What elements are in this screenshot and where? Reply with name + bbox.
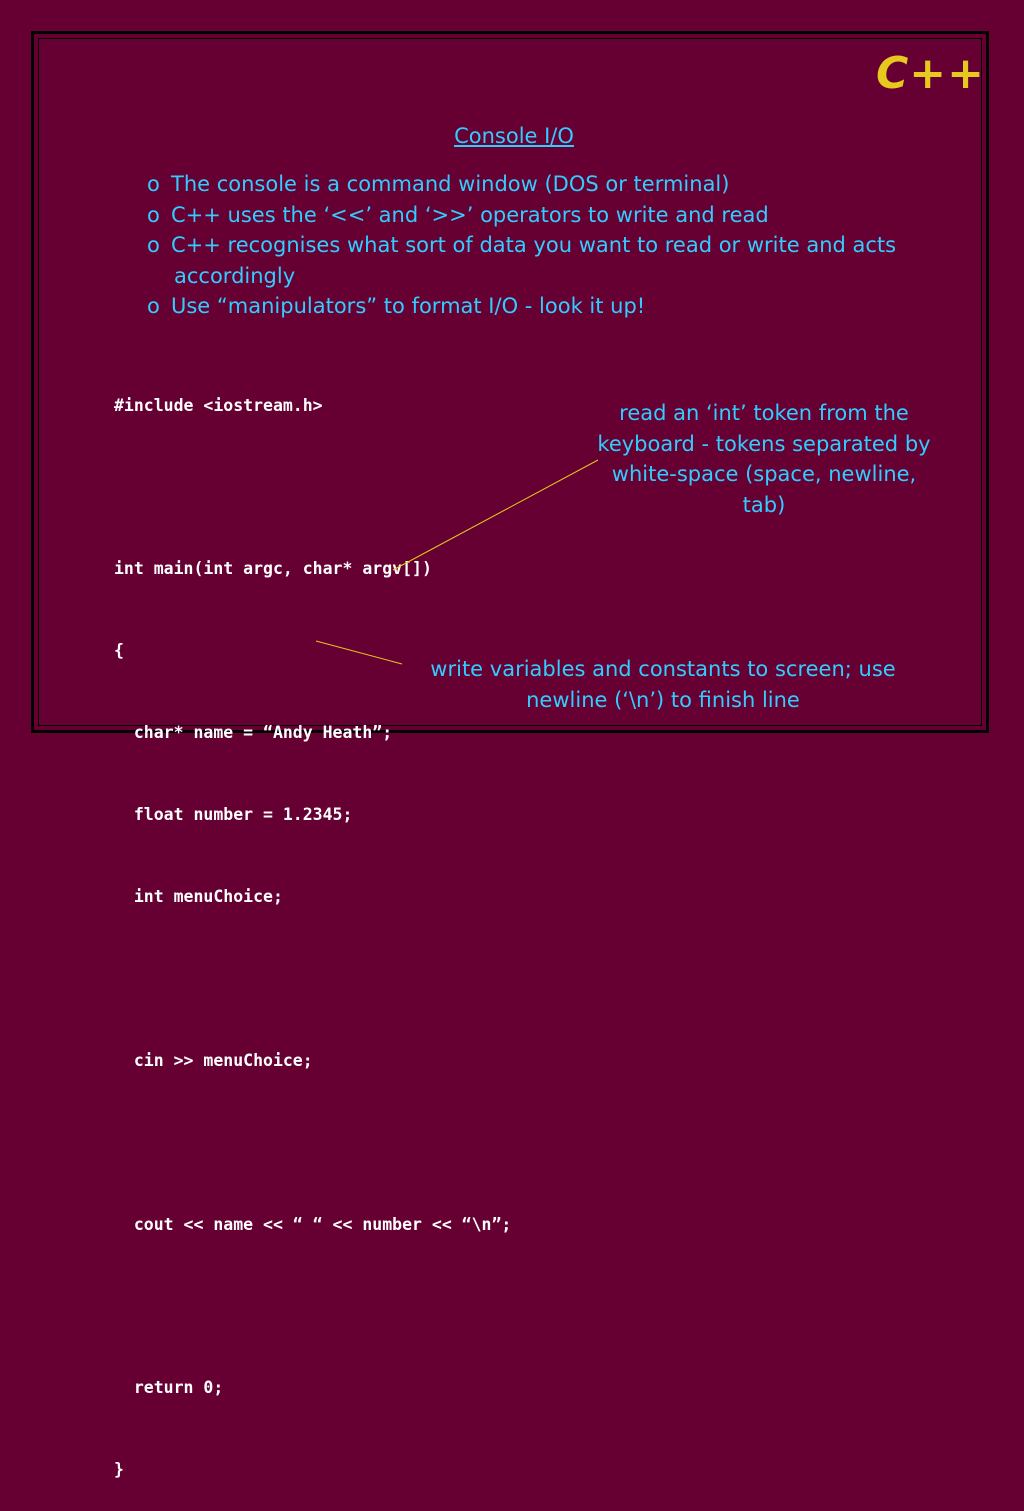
bullet-marker: o	[147, 294, 160, 318]
annotation-read: read an ‘int’ token from the keyboard - …	[597, 401, 931, 517]
code-line: int menuChoice;	[114, 886, 283, 906]
code-line: return 0;	[114, 1378, 224, 1398]
bullet-marker: o	[147, 172, 160, 196]
code-line: float number = 1.2345;	[114, 805, 353, 825]
slide-title-text: Console I/O	[454, 124, 574, 148]
bullet-item: o C++ recognises what sort of data you wa…	[147, 230, 927, 291]
annotation-write: write variables and constants to screen;…	[430, 657, 896, 712]
leader-line-read	[392, 459, 599, 571]
code-line: int main(int argc, char* argv[])	[114, 559, 432, 579]
bullet-text: C++ recognises what sort of data you wan…	[171, 233, 897, 288]
code-line	[114, 965, 511, 992]
bullet-marker: o	[147, 233, 160, 257]
leader-lines	[315, 459, 599, 665]
code-line	[114, 1129, 511, 1156]
code-line	[114, 1292, 511, 1319]
bullet-item: o Use “manipulators” to format I/O - look…	[147, 291, 927, 322]
code-line: {	[114, 641, 124, 661]
bullet-list: o The console is a command window (DOS or…	[147, 169, 927, 322]
code-line-cin: cin >> menuChoice;	[114, 1050, 313, 1070]
code-line: char* name = “Andy Heath”;	[114, 723, 393, 743]
leader-line-write	[315, 640, 403, 665]
code-line-cout: cout << name << “ “ << number << “\n”;	[114, 1214, 512, 1234]
slide-frame	[31, 31, 989, 733]
bullet-item: o The console is a command window (DOS or…	[147, 169, 927, 200]
bullet-text: Use “manipulators” to format I/O - look …	[171, 294, 646, 318]
bullet-text: C++ uses the ‘<<’ and ‘>>’ operators to …	[171, 202, 769, 227]
slide-title: Console I/O	[0, 124, 1024, 148]
code-line: #include <iostream.h>	[114, 395, 323, 415]
bullet-text: The console is a command window (DOS or …	[171, 172, 730, 196]
bullet-item: o C++ uses the ‘<<’ and ‘>>’ operators to…	[147, 200, 927, 231]
code-line: }	[114, 1460, 124, 1480]
bullet-marker: o	[147, 202, 160, 227]
slide-frame-inner	[38, 38, 982, 726]
cpp-logo: C++	[876, 48, 986, 99]
